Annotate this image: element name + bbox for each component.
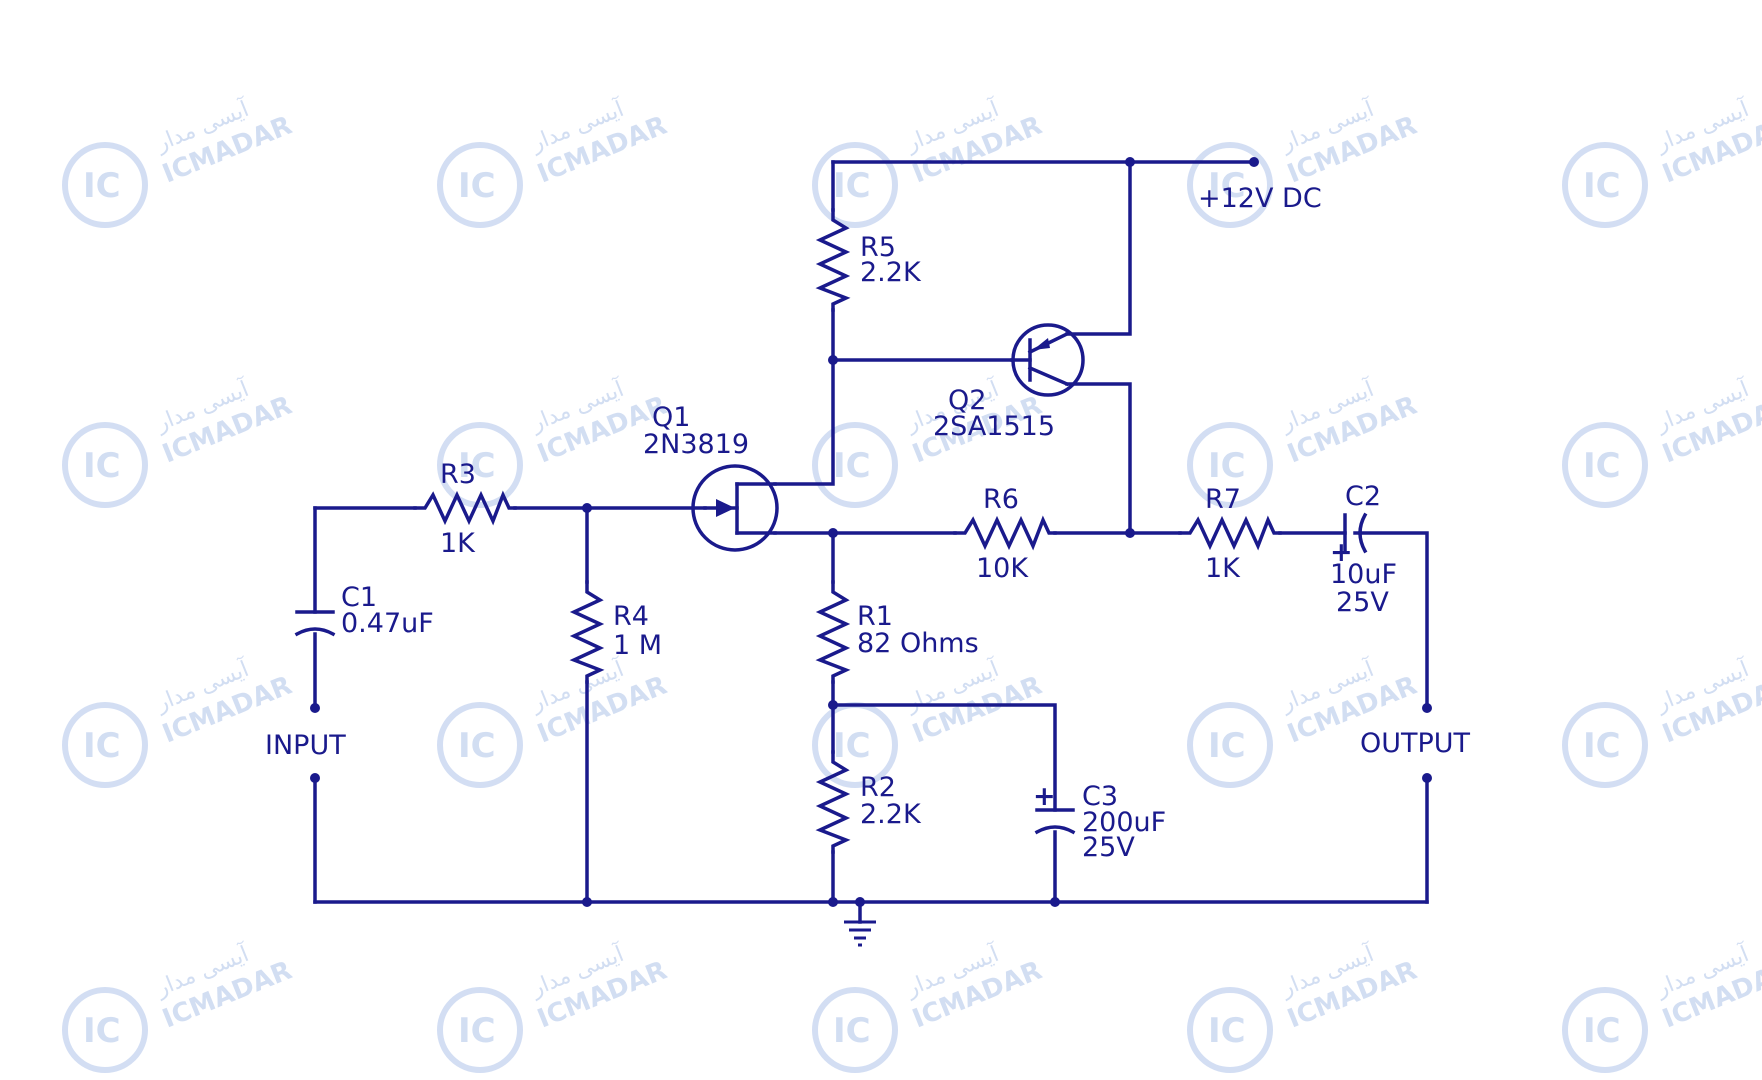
r4-ref: R4 [613, 601, 649, 632]
q2-part: 2SA1515 [933, 411, 1055, 442]
wires [313, 160, 1429, 924]
r3-ref: R3 [440, 459, 476, 490]
output-label: OUTPUT [1360, 728, 1471, 759]
svg-text:IC: IC [458, 446, 496, 486]
r6-ref: R6 [983, 484, 1019, 515]
r1-value: 82 Ohms [857, 628, 979, 659]
c3-plus: + [1033, 781, 1056, 812]
r6-value: 10K [976, 553, 1029, 584]
ground-icon [844, 920, 876, 947]
r1-ref: R1 [857, 601, 893, 632]
capacitor-c2 [1343, 512, 1368, 554]
c2-voltage: 25V [1336, 587, 1389, 618]
r2-ref: R2 [860, 772, 896, 803]
resistor-r6 [953, 515, 1057, 551]
resistor-r2 [815, 750, 851, 854]
resistor-r7 [1178, 515, 1282, 551]
supply-label: +12V DC [1198, 183, 1322, 214]
svg-text:IC: IC [1208, 726, 1246, 766]
svg-text:IC: IC [458, 166, 496, 206]
c1-value: 0.47uF [341, 608, 434, 639]
transistor-q2 [1010, 323, 1085, 397]
q2-ref: Q2 [948, 385, 986, 416]
c2-value: 10uF [1330, 559, 1397, 590]
svg-text:IC: IC [833, 166, 871, 206]
r7-ref: R7 [1205, 484, 1241, 515]
svg-text:IC: IC [83, 1011, 121, 1051]
q1-ref: Q1 [652, 402, 690, 433]
r2-value: 2.2K [860, 799, 922, 830]
c2-ref: C2 [1345, 481, 1381, 512]
svg-text:IC: IC [1583, 726, 1621, 766]
svg-text:IC: IC [458, 1011, 496, 1051]
resistor-r3 [413, 490, 517, 526]
resistor-r1 [815, 580, 851, 684]
svg-text:IC: IC [458, 726, 496, 766]
c1-ref: C1 [341, 582, 377, 613]
svg-text:IC: IC [1583, 446, 1621, 486]
svg-text:IC: IC [83, 166, 121, 206]
labels: +12V DC R5 2.2K Q2 2SA1515 Q1 2N3819 R3 … [265, 183, 1471, 863]
svg-text:IC: IC [833, 446, 871, 486]
r5-value: 2.2K [860, 257, 922, 288]
svg-text:IC: IC [83, 446, 121, 486]
svg-text:IC: IC [1583, 166, 1621, 206]
resistor-r4 [569, 580, 605, 684]
svg-text:IC: IC [83, 726, 121, 766]
capacitor-c1 [294, 610, 336, 637]
r7-value: 1K [1205, 553, 1241, 584]
junction-dots [310, 157, 1432, 907]
input-label: INPUT [265, 730, 346, 761]
c2-plus: + [1330, 537, 1353, 568]
resistor-r5 [815, 208, 851, 312]
svg-text:IC: IC [1208, 1011, 1246, 1051]
svg-text:IC: IC [833, 726, 871, 766]
capacitor-c3 [1034, 808, 1076, 835]
svg-text:IC: IC [1208, 166, 1246, 206]
r4-value: 1 M [613, 630, 662, 661]
svg-text:IC: IC [1583, 1011, 1621, 1051]
svg-text:IC: IC [1208, 446, 1246, 486]
r3-value: 1K [440, 528, 476, 559]
transistor-q1 [691, 464, 779, 552]
c3-ref: C3 [1082, 781, 1118, 812]
r5-ref: R5 [860, 232, 896, 263]
q1-part: 2N3819 [643, 429, 749, 460]
svg-text:IC: IC [833, 1011, 871, 1051]
c3-voltage: 25V [1082, 832, 1135, 863]
c3-value: 200uF [1082, 807, 1166, 838]
